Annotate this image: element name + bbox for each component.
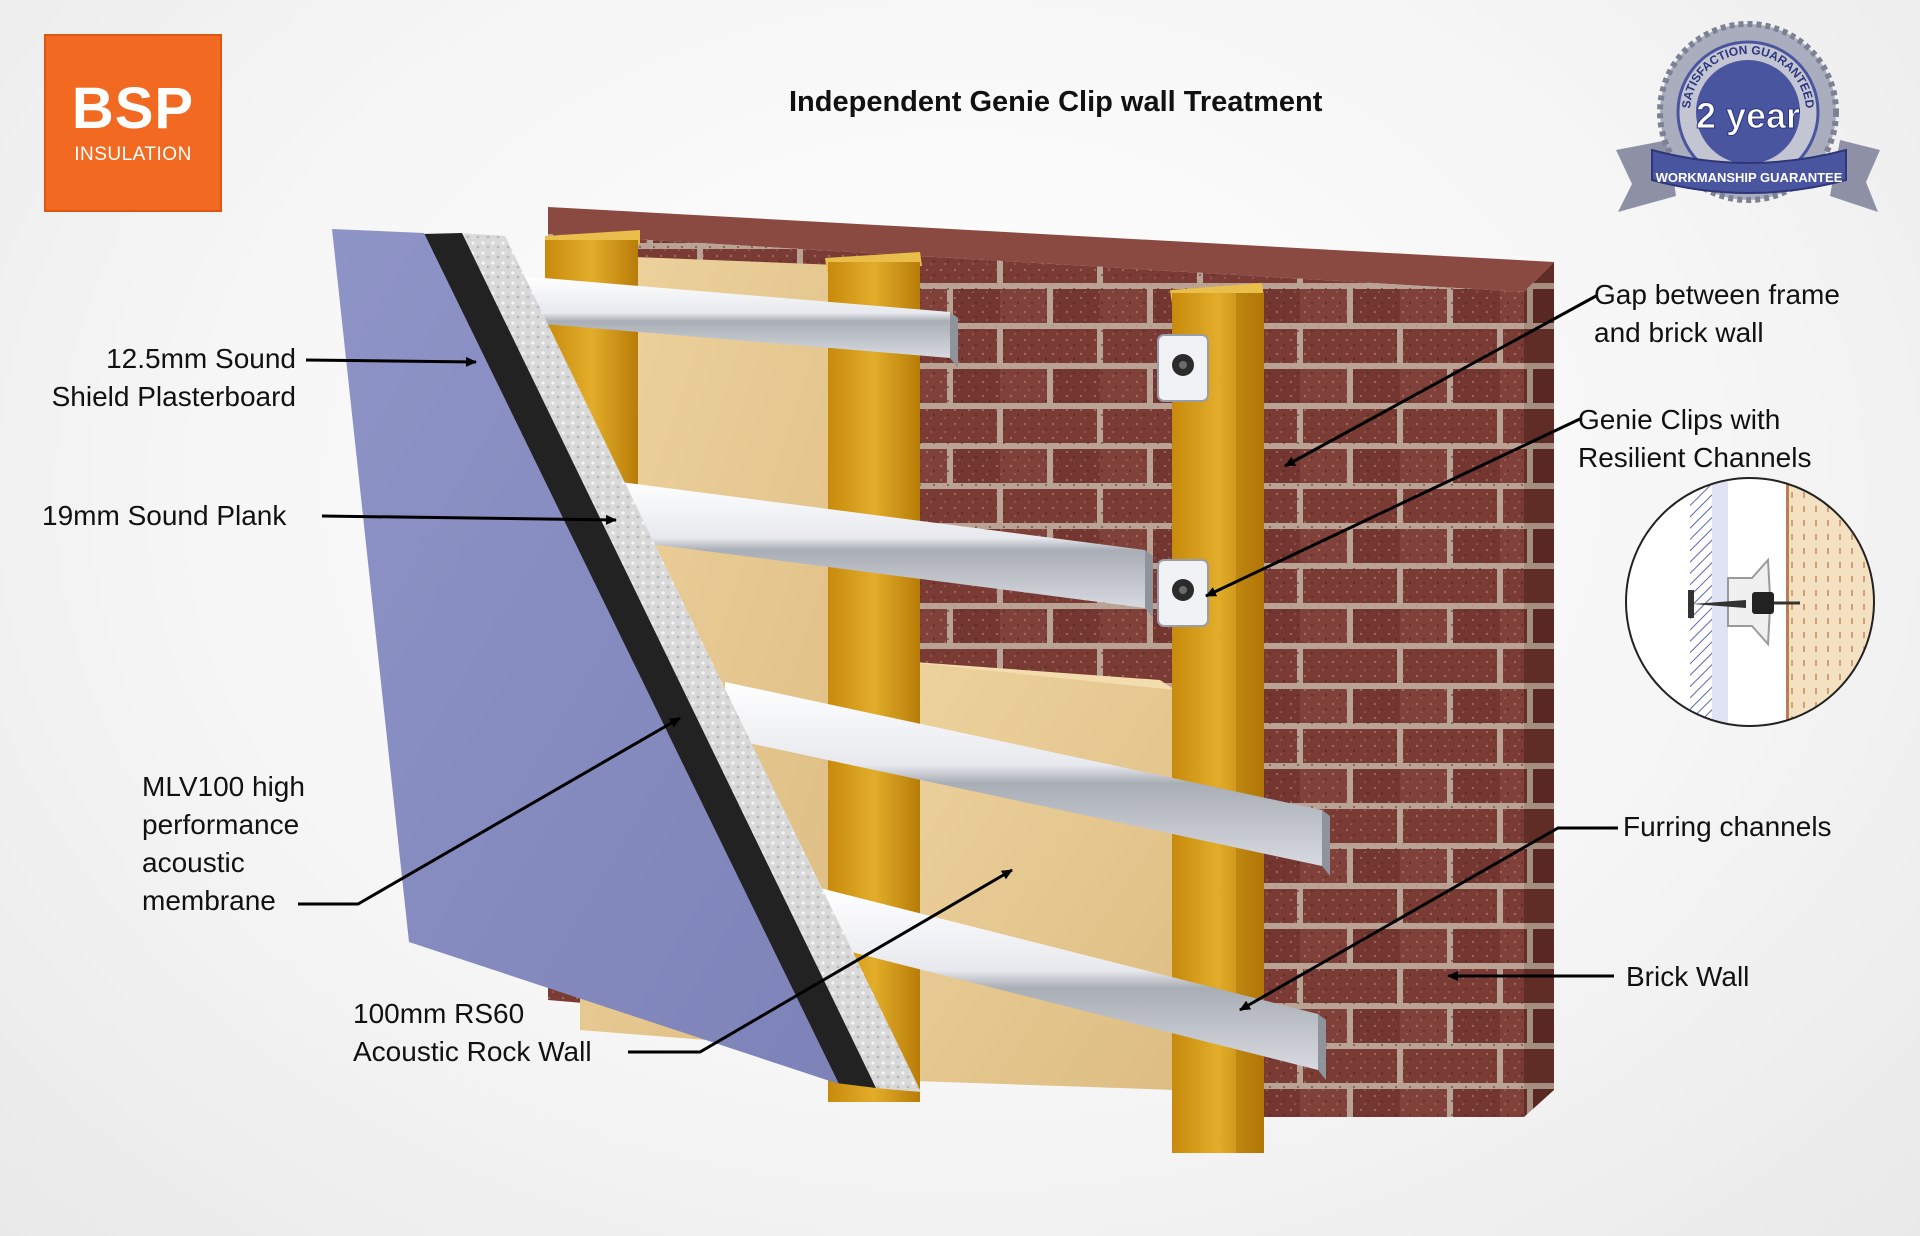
badge-ribbon-band bbox=[1651, 148, 1847, 194]
bsp-logo: BSP INSULATION bbox=[44, 34, 222, 212]
badge-ribbon-text: WORKMANSHIP GUARANTEE bbox=[1656, 170, 1843, 185]
insulation-batt-lower bbox=[887, 660, 1175, 1090]
label-furring-channels: Furring channels bbox=[1623, 811, 1832, 842]
leader-furring bbox=[1239, 826, 1618, 1012]
leader-plasterboard bbox=[305, 356, 477, 367]
badge-center bbox=[1696, 60, 1800, 164]
badge-main-text: 2 year bbox=[1696, 95, 1800, 136]
furring-channel-3 bbox=[725, 682, 1330, 876]
clip-detail-inset bbox=[1625, 477, 1875, 727]
logo-brand: BSP bbox=[71, 76, 195, 141]
guarantee-badge: SATISFACTION GUARANTEED 2 year WORKMANSH… bbox=[1616, 21, 1880, 212]
leader-lines bbox=[298, 294, 1618, 1054]
furring-channel-4 bbox=[820, 888, 1326, 1080]
furring-channel-2 bbox=[605, 480, 1153, 618]
plasterboard-layer bbox=[332, 229, 839, 1084]
inset-screw bbox=[1692, 600, 1746, 608]
label-mlv-membrane: MLV100 high performance acoustic membran… bbox=[142, 771, 305, 916]
brick-wall-top bbox=[548, 207, 1554, 292]
leader-genie-clips bbox=[1205, 416, 1583, 598]
label-rock-wall: 100mm RS60 Acoustic Rock Wall bbox=[353, 998, 592, 1067]
label-sound-plank: 19mm Sound Plank bbox=[42, 500, 287, 531]
diagram-title: Independent Genie Clip wall Treatment bbox=[789, 86, 1323, 118]
furring-channels bbox=[520, 276, 1330, 1080]
leader-gap bbox=[1284, 294, 1597, 468]
label-brick-wall: Brick Wall bbox=[1626, 961, 1750, 992]
inset-clip-body bbox=[1752, 592, 1774, 614]
inset-board-hatch bbox=[1690, 478, 1712, 726]
board-layers bbox=[332, 229, 921, 1092]
leader-mlv bbox=[298, 716, 681, 906]
furring-channel-1 bbox=[520, 276, 958, 368]
genie-clip-lower bbox=[1157, 559, 1209, 627]
label-plasterboard: 12.5mm Sound Shield Plasterboard bbox=[51, 343, 296, 412]
brick-wall-side bbox=[1524, 262, 1554, 1117]
leader-sound-plank bbox=[321, 514, 617, 525]
inset-screw-head bbox=[1688, 590, 1694, 618]
mlv-membrane-layer bbox=[422, 233, 876, 1088]
label-genie-clips: Genie Clips with Resilient Channels bbox=[1578, 404, 1812, 473]
genie-clip-upper bbox=[1157, 334, 1209, 402]
leader-rock-wall bbox=[628, 868, 1013, 1054]
genie-clips bbox=[1157, 334, 1209, 627]
label-gap: Gap between frame and brick wall bbox=[1594, 279, 1840, 348]
sound-plank-layer bbox=[460, 233, 921, 1092]
inset-brick-edge bbox=[1786, 478, 1789, 726]
logo-tagline: INSULATION bbox=[74, 144, 192, 165]
